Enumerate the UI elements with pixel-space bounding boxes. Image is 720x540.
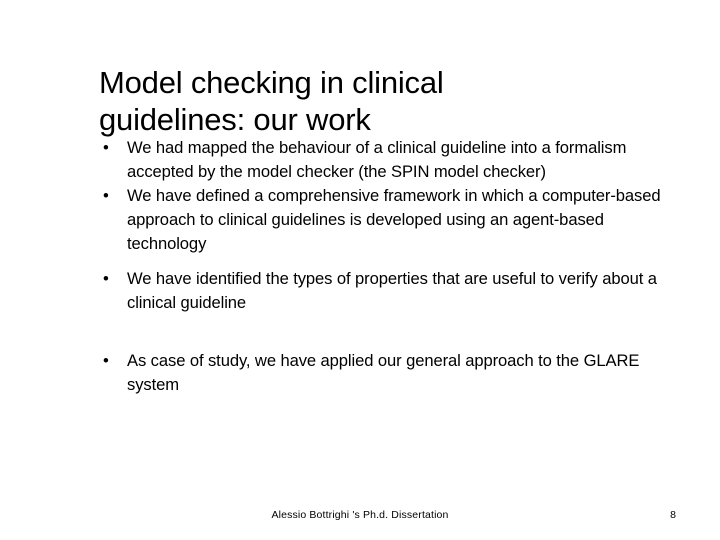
list-item-text: We have identified the types of properti… — [127, 269, 657, 312]
slide-footer: Alessio Bottrighi 's Ph.d. Dissertation … — [0, 508, 720, 528]
bullet-marker-icon: • — [103, 351, 109, 370]
list-item: • We have defined a comprehensive framew… — [99, 184, 665, 256]
bullet-marker-icon: • — [103, 138, 109, 157]
page-title: Model checking in clinical guidelines: o… — [99, 64, 444, 137]
list-item: • We have identified the types of proper… — [99, 267, 665, 315]
footer-attribution: Alessio Bottrighi 's Ph.d. Dissertation — [271, 509, 449, 521]
bullet-group-4: • As case of study, we have applied our … — [99, 349, 665, 397]
bullet-group-3: • We have identified the types of proper… — [99, 267, 665, 315]
bullet-group-2: • We have defined a comprehensive framew… — [99, 184, 665, 256]
slide-body: • We had mapped the behaviour of a clini… — [99, 136, 665, 397]
bullet-marker-icon: • — [103, 186, 109, 205]
list-item-text: We had mapped the behaviour of a clinica… — [127, 138, 627, 181]
list-item-text: We have defined a comprehensive framewor… — [127, 186, 661, 253]
page-number: 8 — [670, 509, 676, 521]
bullet-marker-icon: • — [103, 269, 109, 288]
spacer — [99, 315, 665, 349]
spacer — [99, 256, 665, 267]
list-item: • As case of study, we have applied our … — [99, 349, 665, 397]
bullet-group-1: • We had mapped the behaviour of a clini… — [99, 136, 665, 184]
list-item-text: As case of study, we have applied our ge… — [127, 351, 640, 394]
list-item: • We had mapped the behaviour of a clini… — [99, 136, 665, 184]
